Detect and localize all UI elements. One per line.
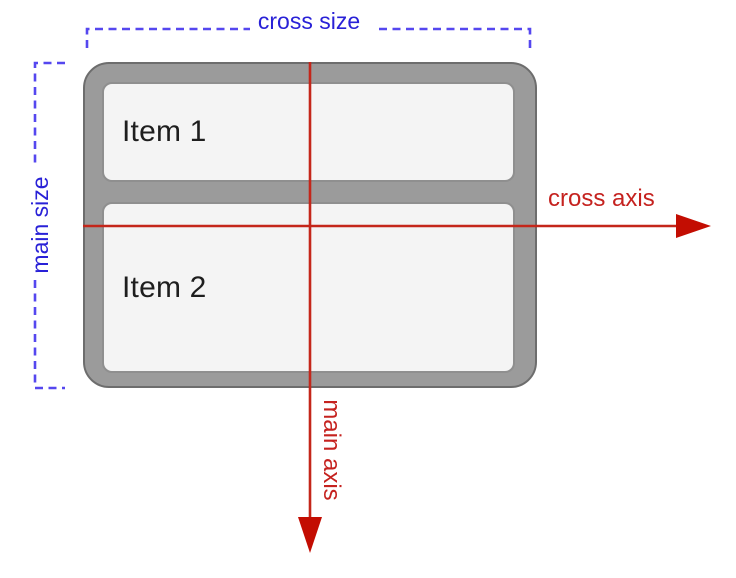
cross-axis-label: cross axis [548, 185, 655, 212]
cross-size-label: cross size [257, 8, 361, 34]
cross-size-bracket-right [376, 27, 532, 48]
cross-size-bracket-left [85, 27, 250, 48]
cross-axis-arrowhead-icon [676, 214, 711, 238]
flex-item-2: Item 2 [102, 202, 515, 373]
flex-item-1-label: Item 1 [122, 115, 207, 148]
main-size-bracket-top [33, 61, 65, 168]
flex-item-1: Item 1 [102, 82, 515, 182]
flex-container: Item 1 Item 2 [83, 62, 537, 388]
main-axis-label: main axis [318, 399, 345, 501]
main-axis-arrowhead-icon [298, 517, 322, 553]
main-size-label: main size [27, 176, 53, 274]
main-size-bracket-bottom [33, 280, 65, 390]
flex-item-2-label: Item 2 [122, 270, 207, 304]
